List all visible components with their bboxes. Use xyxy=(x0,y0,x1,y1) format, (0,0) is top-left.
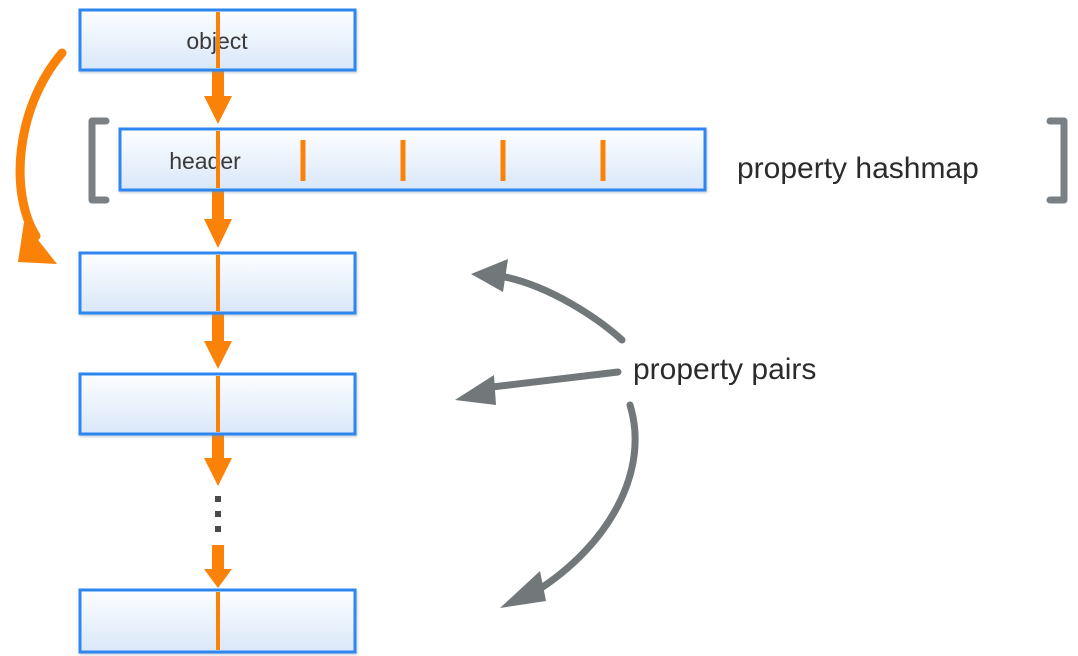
annotation-property-hashmap: property hashmap xyxy=(737,152,979,185)
orange-arrow-pair-2-to-ellipsis xyxy=(204,434,232,486)
orange-arrow-header-to-pair-1 xyxy=(204,190,232,248)
gray-arrow-to-pair-1 xyxy=(471,259,626,344)
bracket-right xyxy=(1046,117,1068,204)
orange-arrow-ellipsis-to-pair-n xyxy=(204,545,232,588)
bracket-left xyxy=(88,117,110,204)
node-header-bar[interactable]: header xyxy=(118,127,707,192)
orange-arrow-object-to-header xyxy=(204,70,232,124)
orange-curved-arrow-object-to-pairs xyxy=(15,48,67,264)
orange-arrow-pair-1-to-pair-2 xyxy=(204,313,232,369)
node-header-label: header xyxy=(169,148,241,174)
annotation-property-pairs: property pairs xyxy=(633,353,816,386)
gray-arrow-to-pair-n xyxy=(500,401,639,608)
hashmap-slot-ticks xyxy=(300,140,606,181)
gray-arrow-to-pair-2 xyxy=(455,368,622,405)
vertical-ellipsis-icon xyxy=(215,496,221,532)
